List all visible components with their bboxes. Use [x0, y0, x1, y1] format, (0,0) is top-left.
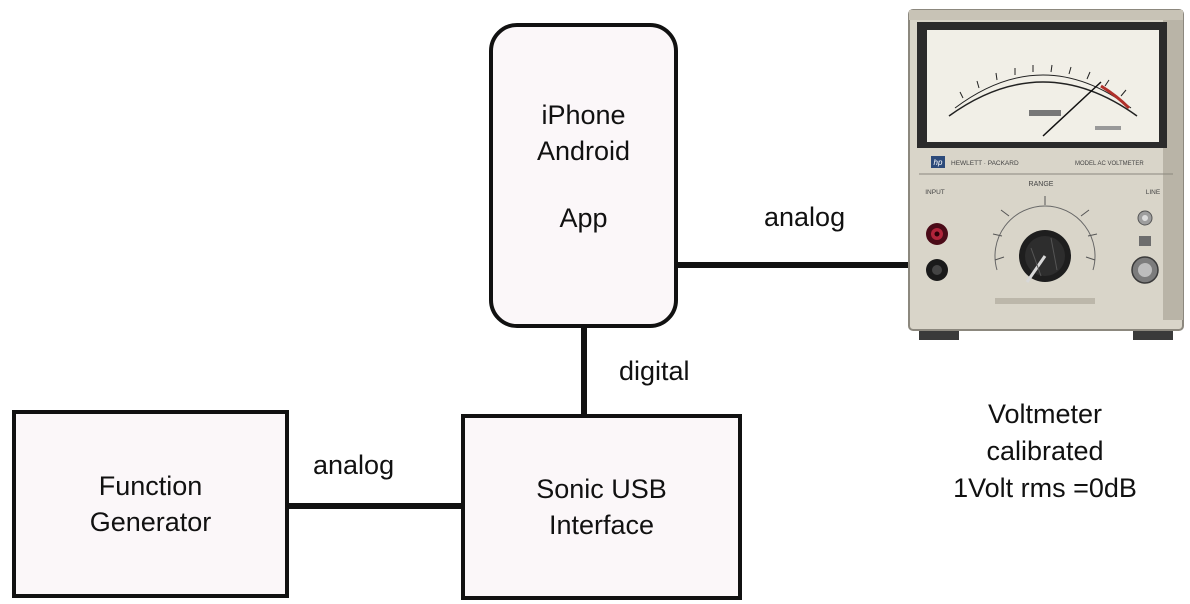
wire-phone-to-voltmeter: [676, 262, 954, 268]
function-box-line1: Function: [98, 470, 203, 501]
label-phone-to-meter: analog: [764, 202, 846, 232]
voltmeter-input-label: INPUT: [925, 189, 945, 196]
sonic-usb-interface-box: Sonic USB Interface: [461, 414, 742, 600]
voltmeter-range-label: RANGE: [1029, 181, 1054, 188]
function-generator-box: Function Generator: [12, 410, 289, 598]
svg-text:hp: hp: [934, 158, 943, 167]
voltmeter-brand: HEWLETT · PACKARD: [951, 160, 1019, 167]
wire-phone-to-sonic: [581, 326, 587, 416]
sonic-box-line2: Interface: [548, 510, 655, 540]
wire-funcgen-to-sonic: [287, 503, 463, 509]
voltmeter-caption: Voltmeter calibrated 1Volt rms =0dB: [920, 396, 1170, 507]
voltmeter-caption-line1: Voltmeter: [987, 399, 1103, 429]
phone-box-line3: App: [559, 202, 608, 233]
function-box-line2: Generator: [89, 507, 212, 537]
sonic-box-line1: Sonic USB: [536, 473, 667, 504]
phone-box-line2: Android: [536, 136, 631, 167]
label-phone-to-sonic: digital: [619, 356, 690, 386]
label-func-to-sonic: analog: [313, 450, 395, 480]
voltmeter-caption-line2: calibrated: [986, 435, 1104, 466]
phone-box-line1: iPhone: [541, 100, 626, 130]
voltmeter-image: hp HEWLETT · PACKARD MODEL AC VOLTMETER …: [908, 9, 1184, 340]
voltmeter-line-label: LINE: [1146, 189, 1161, 196]
voltmeter-caption-line3: 1Volt rms =0dB: [953, 472, 1137, 503]
phone-app-box: iPhone Android App: [489, 23, 678, 328]
voltmeter-model: MODEL AC VOLTMETER: [1075, 161, 1144, 167]
